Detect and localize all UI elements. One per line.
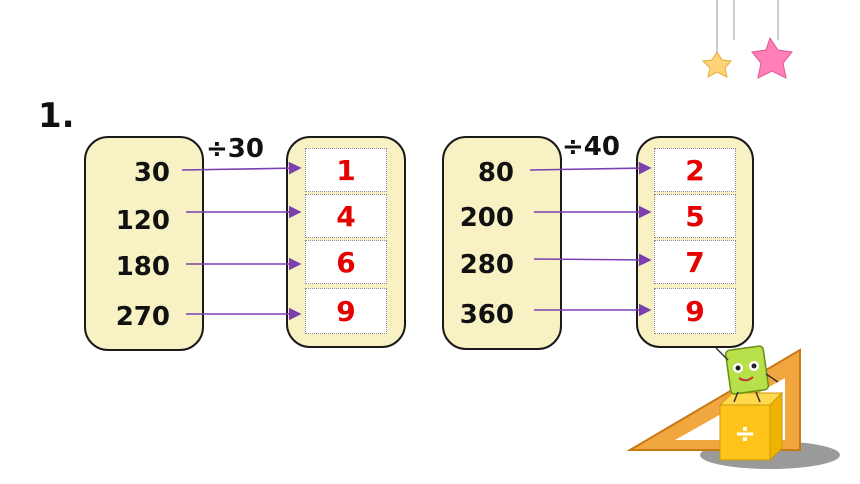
group-1-input-2: 120 <box>115 206 170 236</box>
group-2-input-2: 200 <box>459 203 514 233</box>
hanging-stars-icon <box>701 0 793 79</box>
group-2-input-1: 80 <box>477 158 514 188</box>
group-1-answer-4[interactable]: 9 <box>305 288 387 334</box>
group-2-answer-4[interactable]: 9 <box>654 288 736 334</box>
arrow-g1-1 <box>181 161 302 175</box>
group-1-input-panel <box>84 136 204 351</box>
group-2-input-3: 280 <box>459 250 514 280</box>
group-1-input-4: 270 <box>115 302 170 332</box>
group-1-answer-3[interactable]: 6 <box>305 240 387 284</box>
group-2-answer-1[interactable]: 2 <box>654 148 736 192</box>
arrow-g2-3 <box>533 253 652 267</box>
group-1-operator: ÷30 <box>206 134 264 164</box>
group-1-input-1: 30 <box>133 158 170 188</box>
group-2-answer-2[interactable]: 5 <box>654 194 736 238</box>
mascot-ruler-cube-icon: ÷ <box>626 345 840 469</box>
group-2-operator: ÷40 <box>562 132 620 162</box>
group-1-answer-2[interactable]: 4 <box>305 194 387 238</box>
group-2-input-4: 360 <box>459 300 514 330</box>
group-1-answer-1[interactable]: 1 <box>305 148 387 192</box>
cube-symbol: ÷ <box>734 419 756 449</box>
group-2-input-panel <box>442 136 562 350</box>
group-1-input-3: 180 <box>115 252 170 282</box>
group-2-answer-3[interactable]: 7 <box>654 240 736 284</box>
question-number: 1. <box>38 96 75 136</box>
arrow-g2-1 <box>529 161 652 175</box>
